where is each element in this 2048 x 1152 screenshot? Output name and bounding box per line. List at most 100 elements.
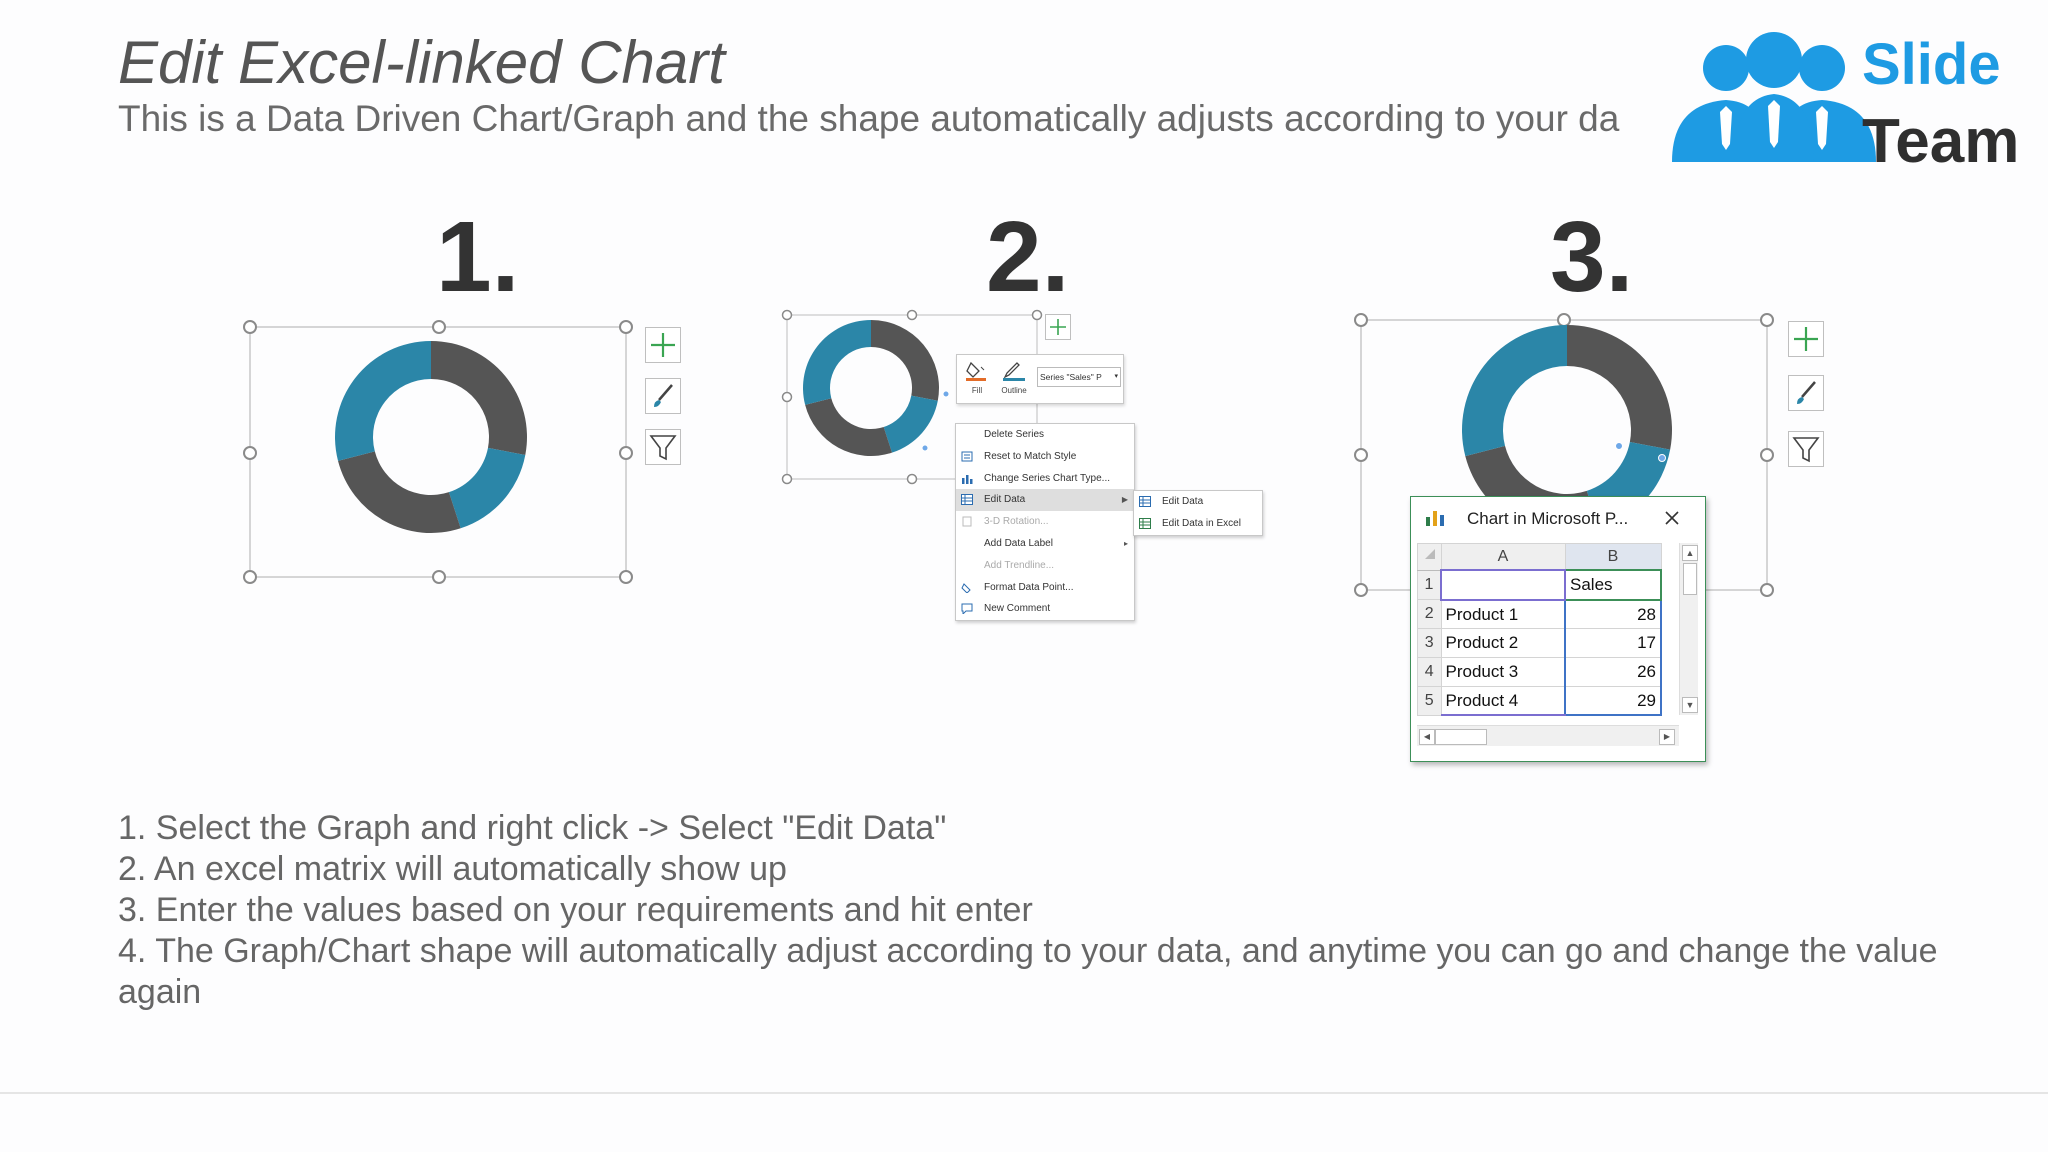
close-icon[interactable]	[1663, 509, 1681, 527]
menu-item-reset-style[interactable]: Reset to Match Style	[956, 446, 1134, 468]
donut-slice-product-1[interactable]	[1567, 325, 1672, 450]
menu-item-add-data-label[interactable]: Add Data Label ▸	[956, 533, 1134, 555]
slideteam-logo: Slide Team	[1664, 26, 2024, 176]
edit-data-icon	[961, 494, 973, 506]
donut-slice-product-2[interactable]	[883, 395, 938, 453]
donut-slice-product-2[interactable]	[448, 447, 526, 529]
submenu-item-edit-data-in-excel[interactable]: Edit Data in Excel	[1134, 513, 1262, 535]
chart-filters-button[interactable]	[1788, 431, 1824, 467]
people-logo-icon: Slide Team	[1672, 32, 2019, 176]
step1-chart-frame[interactable]	[240, 318, 636, 588]
menu-item-format-data-point[interactable]: Format Data Point...	[956, 577, 1134, 599]
column-header-b[interactable]: B	[1564, 543, 1662, 571]
menu-item-add-trendline[interactable]: Add Trendline...	[956, 555, 1134, 577]
footer-divider	[0, 1092, 2048, 1094]
resize-handle	[432, 570, 446, 584]
menu-item-label: Add Data Label	[984, 537, 1053, 549]
cell-a2[interactable]: Product 1	[1440, 599, 1566, 630]
resize-handle	[619, 570, 633, 584]
cell-b2[interactable]: 28	[1564, 599, 1662, 630]
menu-item-change-chart-type[interactable]: Change Series Chart Type...	[956, 468, 1134, 490]
donut-chart-1[interactable]	[335, 341, 527, 533]
chart-elements-button[interactable]	[645, 327, 681, 363]
menu-item-label: Add Trendline...	[984, 559, 1055, 571]
plus-icon	[1050, 319, 1066, 335]
select-all-corner[interactable]	[1417, 543, 1442, 571]
cell-b3[interactable]: 17	[1564, 628, 1662, 659]
menu-item-label: Edit Data	[984, 494, 1026, 506]
plus-icon	[1794, 327, 1818, 351]
donut-chart-2[interactable]	[803, 320, 939, 456]
excel-grid: A B 1 Sales 2 Product 1 28 3 Product 2 1…	[1417, 543, 1662, 717]
table-row: 5 Product 4 29	[1417, 685, 1662, 717]
resize-handle	[619, 320, 633, 334]
chart-filters-button[interactable]	[645, 429, 681, 465]
donut-slice-product-1[interactable]	[431, 341, 527, 455]
slide-title: Edit Excel-linked Chart	[118, 29, 725, 96]
menu-item-3d-rotation[interactable]: 3-D Rotation...	[956, 511, 1134, 533]
step3-chart-frame[interactable]	[1350, 310, 1780, 600]
submenu-item-edit-data[interactable]: Edit Data	[1134, 491, 1262, 513]
donut-slice-product-4[interactable]	[335, 341, 431, 461]
format-mini-toolbar: Fill Outline Series "Sales" P ▾	[956, 354, 1124, 404]
menu-item-label: Format Data Point...	[984, 581, 1074, 593]
menu-item-label: Reset to Match Style	[984, 450, 1077, 462]
pen-outline-icon	[1003, 362, 1025, 381]
cell-a4[interactable]: Product 3	[1440, 657, 1566, 687]
row-number[interactable]: 5	[1417, 685, 1442, 716]
cell-a1[interactable]	[1440, 569, 1566, 601]
scroll-thumb[interactable]	[1435, 729, 1487, 745]
menu-item-label: Edit Data in Excel	[1162, 517, 1241, 529]
series-dropdown[interactable]: Series "Sales" P ▾	[1037, 367, 1121, 387]
column-header-a[interactable]: A	[1440, 543, 1566, 571]
step2-chart-frame[interactable]	[780, 306, 1050, 486]
row-number[interactable]: 4	[1417, 657, 1442, 687]
scroll-down-icon[interactable]: ▼	[1682, 697, 1698, 713]
menu-item-edit-data[interactable]: Edit Data ▶	[956, 489, 1134, 512]
reset-style-icon	[961, 451, 973, 462]
table-row: 2 Product 1 28	[1417, 599, 1662, 630]
row-number[interactable]: 3	[1417, 628, 1442, 659]
paint-bucket-icon	[966, 361, 986, 381]
slide-subtitle: This is a Data Driven Chart/Graph and th…	[118, 98, 1620, 139]
row-number[interactable]: 2	[1417, 599, 1442, 630]
donut-slice-product-3[interactable]	[338, 451, 461, 533]
context-menu: Delete Series Reset to Match Style Chang…	[955, 423, 1135, 621]
cell-a3[interactable]: Product 2	[1440, 628, 1566, 659]
row-number[interactable]: 1	[1417, 569, 1442, 601]
chart-elements-button-small[interactable]	[1045, 314, 1071, 340]
resize-handle	[243, 570, 257, 584]
vertical-scrollbar[interactable]: ▲ ▼	[1679, 543, 1698, 715]
cell-b4[interactable]: 26	[1564, 657, 1662, 687]
horizontal-scrollbar[interactable]: ◀ ▶	[1417, 725, 1679, 746]
cell-b5[interactable]: 29	[1564, 685, 1662, 717]
fill-label: Fill	[971, 386, 983, 395]
chart-elements-button[interactable]	[1788, 321, 1824, 357]
chart-styles-button[interactable]	[1788, 375, 1824, 411]
menu-item-new-comment[interactable]: New Comment	[956, 598, 1134, 620]
logo-text-team: Team	[1862, 107, 2019, 172]
edit-data-icon	[1139, 496, 1151, 507]
paintbrush-icon	[1797, 381, 1816, 404]
cell-a5[interactable]: Product 4	[1440, 685, 1566, 717]
resize-handle	[432, 320, 446, 334]
menu-item-delete-series[interactable]: Delete Series	[956, 424, 1134, 446]
scroll-left-icon[interactable]: ◀	[1419, 729, 1435, 745]
excel-titlebar: Chart in Microsoft P...	[1411, 497, 1705, 539]
scroll-right-icon[interactable]: ▶	[1659, 729, 1675, 745]
donut-slice-product-4[interactable]	[803, 320, 871, 405]
submenu-arrow-icon: ▶	[1121, 495, 1128, 505]
menu-item-label: New Comment	[984, 603, 1051, 615]
table-row: 1 Sales	[1417, 569, 1662, 601]
donut-slice-product-4[interactable]	[1462, 325, 1567, 457]
menu-item-label: 3-D Rotation...	[984, 516, 1049, 528]
paintbrush-icon	[654, 384, 673, 407]
scroll-thumb[interactable]	[1683, 563, 1697, 595]
donut-slice-product-3[interactable]	[805, 398, 893, 456]
chart-styles-button[interactable]	[645, 378, 681, 414]
cell-b1[interactable]: Sales	[1564, 569, 1662, 601]
outline-button[interactable]: Outline	[995, 359, 1033, 399]
scroll-up-icon[interactable]: ▲	[1682, 545, 1698, 561]
donut-slice-product-1[interactable]	[871, 320, 939, 401]
fill-button[interactable]: Fill	[963, 359, 991, 399]
